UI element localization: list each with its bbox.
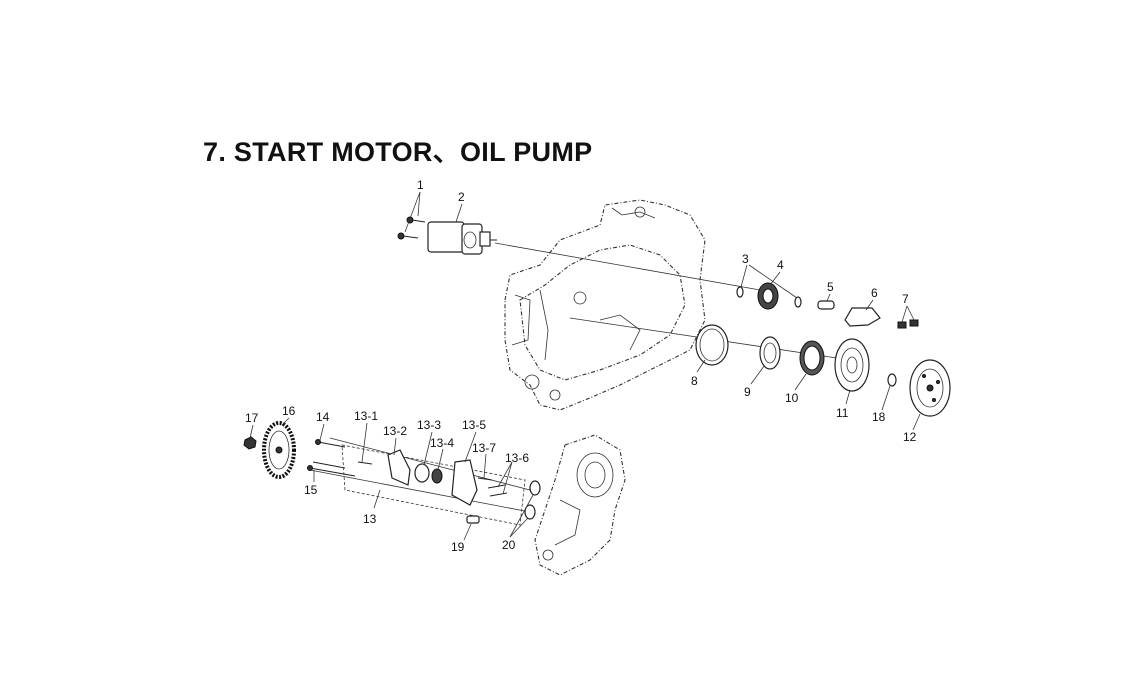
part-13-3-outer-rotor <box>414 463 430 483</box>
label-7: 7 <box>902 292 909 306</box>
part-13-7-shaft <box>477 477 493 481</box>
label-18: 18 <box>872 410 886 424</box>
part-7-bolts <box>897 319 919 329</box>
label-11: 11 <box>836 406 849 420</box>
label-4: 4 <box>777 258 784 272</box>
label-13: 13 <box>363 512 377 526</box>
part-20-oring-a <box>529 480 541 496</box>
label-15: 15 <box>304 483 318 497</box>
part-14-bolt <box>317 441 346 448</box>
part-20-oring-b <box>524 504 536 520</box>
label-13-2: 13-2 <box>383 424 407 438</box>
label-14: 14 <box>316 410 330 424</box>
part-12-flywheel <box>909 359 951 417</box>
part-13-4-inner-rotor <box>431 468 443 484</box>
label-5: 5 <box>827 280 834 294</box>
label-17: 17 <box>245 411 259 425</box>
label-1: 1 <box>417 178 424 192</box>
part-13-5-pump-cover <box>451 459 478 506</box>
crankcase-left <box>504 199 706 411</box>
label-13-5: 13-5 <box>462 418 486 432</box>
part-8-oring <box>695 324 729 366</box>
label-9: 9 <box>744 385 751 399</box>
label-13-3: 13-3 <box>417 418 441 432</box>
label-13-4: 13-4 <box>430 436 454 450</box>
part-1-bolts <box>397 216 426 240</box>
label-8: 8 <box>691 374 698 388</box>
label-13-6: 13-6 <box>505 451 529 465</box>
part-5-shaft <box>817 300 835 310</box>
label-6: 6 <box>871 286 878 300</box>
label-3: 3 <box>742 252 749 266</box>
part-2-start-motor <box>427 221 497 255</box>
label-12: 12 <box>903 430 917 444</box>
part-18-washer <box>887 373 897 387</box>
part-11-driven-gear <box>834 338 870 392</box>
part-13-2-pump-body <box>387 449 411 486</box>
part-19-dowel <box>466 515 480 524</box>
part-6-bracket <box>844 307 881 327</box>
part-14-bolt-head <box>315 439 321 445</box>
part-4-reduction-gear <box>757 282 779 310</box>
part-15-bolts <box>307 461 356 477</box>
label-19: 19 <box>451 540 465 554</box>
label-13-1: 13-1 <box>354 409 378 423</box>
part-13-oil-pump-assembly <box>341 444 526 526</box>
label-20: 20 <box>502 538 516 552</box>
label-2: 2 <box>458 190 465 204</box>
part-10-one-way-clutch <box>799 340 825 376</box>
part-9-bearing <box>759 336 781 370</box>
part-3-washer-b <box>794 296 802 308</box>
diagram-title: 7. START MOTOR、OIL PUMP <box>203 137 593 167</box>
leader-lines <box>249 191 921 541</box>
part-labels: 1 2 3 4 5 6 7 8 9 10 11 12 13 13-1 13-2 … <box>245 178 917 554</box>
part-16-sprocket <box>262 421 296 479</box>
label-13-7: 13-7 <box>472 441 496 455</box>
crankcase-right-cover <box>534 434 626 576</box>
part-3-washer-a <box>736 286 744 298</box>
label-10: 10 <box>785 391 799 405</box>
part-17-nut <box>243 436 257 450</box>
part-13-6-screws <box>487 484 508 497</box>
part-13-1-pin <box>357 461 373 465</box>
label-16: 16 <box>282 404 296 418</box>
